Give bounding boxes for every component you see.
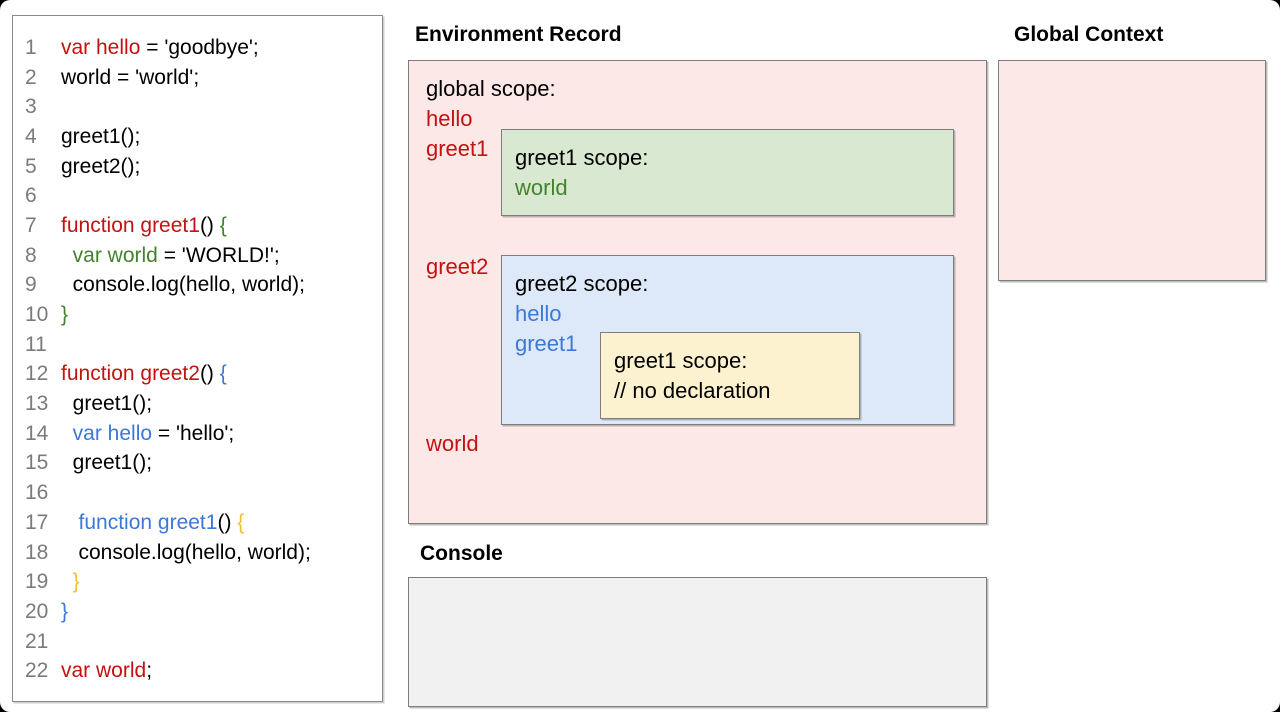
line-number: 14 bbox=[25, 421, 49, 445]
code-line: 18 console.log(hello, world); bbox=[25, 538, 382, 568]
greet1-scope-item-world: world bbox=[515, 175, 568, 200]
line-number: 15 bbox=[25, 451, 49, 475]
code-text: } bbox=[61, 599, 69, 623]
line-number: 3 bbox=[25, 95, 37, 119]
code-line: 8 var world = 'WORLD!'; bbox=[25, 241, 382, 271]
greet1-scope-box: greet1 scope: world bbox=[501, 129, 954, 216]
code-text: } bbox=[61, 303, 69, 327]
code-text: greet1(); bbox=[61, 451, 153, 475]
line-number: 17 bbox=[25, 510, 49, 534]
line-number: 1 bbox=[25, 35, 37, 59]
line-number: 22 bbox=[25, 659, 49, 683]
code-text: greet1(); bbox=[61, 124, 141, 148]
global-scope-item-greet2: greet2 bbox=[426, 254, 489, 279]
code-lines: 1 var hello = 'goodbye'; 2 world = 'world';… bbox=[25, 33, 382, 686]
greet2-scope-label: greet2 scope: bbox=[515, 271, 649, 296]
code-text: var hello = 'hello'; bbox=[72, 421, 235, 445]
code-line: 13 greet1(); bbox=[25, 389, 382, 419]
global-scope-box: global scope: hello greet1 greet2 world … bbox=[408, 60, 987, 524]
code-line: 2 world = 'world'; bbox=[25, 63, 382, 93]
global-scope-item-greet1: greet1 bbox=[426, 136, 489, 161]
line-number: 13 bbox=[25, 392, 49, 416]
code-line: 12 function greet2() { bbox=[25, 360, 382, 390]
code-line: 10} bbox=[25, 300, 382, 330]
line-number: 11 bbox=[25, 332, 47, 356]
line-number: 18 bbox=[25, 540, 49, 564]
line-number: 20 bbox=[25, 599, 49, 623]
global-scope-item-world: world bbox=[426, 431, 479, 456]
console-title: Console bbox=[420, 542, 503, 565]
code-line: 20} bbox=[25, 597, 382, 627]
global-context-title: Global Context bbox=[1014, 23, 1164, 46]
greet2-scope-box: greet2 scope: hello greet1 greet1 scope:… bbox=[501, 255, 954, 425]
code-text: } bbox=[72, 570, 80, 594]
code-text: console.log(hello, world); bbox=[61, 273, 305, 297]
code-line: 3 bbox=[25, 92, 382, 122]
code-line: 6 bbox=[25, 181, 382, 211]
line-number: 19 bbox=[25, 570, 49, 594]
code-line: 4 greet1(); bbox=[25, 122, 382, 152]
line-number: 5 bbox=[25, 154, 37, 178]
line-number: 4 bbox=[25, 124, 37, 148]
greet1-scope-label: greet1 scope: bbox=[515, 145, 649, 170]
code-text: function greet1() { bbox=[61, 213, 227, 237]
code-line: 7 function greet1() { bbox=[25, 211, 382, 241]
nested-greet1-scope-label: greet1 scope: bbox=[614, 348, 748, 373]
code-text: function greet1() { bbox=[78, 510, 245, 534]
code-line: 16 bbox=[25, 478, 382, 508]
line-number: 21 bbox=[25, 629, 49, 653]
code-line: 5 greet2(); bbox=[25, 152, 382, 182]
global-scope-label: global scope: bbox=[426, 76, 556, 101]
code-line: 14 var hello = 'hello'; bbox=[25, 419, 382, 449]
code-text: console.log(hello, world); bbox=[61, 540, 311, 564]
code-editor-panel: 1 var hello = 'goodbye'; 2 world = 'world';… bbox=[12, 15, 383, 702]
global-context-box bbox=[998, 60, 1266, 281]
code-line: 11 bbox=[25, 330, 382, 360]
code-line: 9 console.log(hello, world); bbox=[25, 271, 382, 301]
no-declaration-comment: // no declaration bbox=[614, 378, 771, 403]
code-text: greet1(); bbox=[61, 392, 153, 416]
code-line: 15 greet1(); bbox=[25, 449, 382, 479]
code-line: 1 var hello = 'goodbye'; bbox=[25, 33, 382, 63]
line-number: 16 bbox=[25, 481, 49, 505]
greet2-scope-item-greet1: greet1 bbox=[515, 331, 578, 356]
console-output-box bbox=[408, 577, 987, 707]
environment-record-title: Environment Record bbox=[415, 23, 622, 46]
code-line: 17 function greet1() { bbox=[25, 508, 382, 538]
line-number: 6 bbox=[25, 184, 37, 208]
line-number: 8 bbox=[25, 243, 37, 267]
code-line: 19 } bbox=[25, 567, 382, 597]
code-line: 21 bbox=[25, 627, 382, 657]
code-text: var hello = 'goodbye'; bbox=[61, 35, 259, 59]
code-text: world = 'world'; bbox=[61, 65, 200, 89]
code-text: greet2(); bbox=[61, 154, 141, 178]
code-text: var world = 'WORLD!'; bbox=[72, 243, 280, 267]
line-number: 10 bbox=[25, 303, 49, 327]
code-text: function greet2() { bbox=[61, 362, 227, 386]
global-scope-item-hello: hello bbox=[426, 106, 473, 131]
line-number: 12 bbox=[25, 362, 49, 386]
line-number: 2 bbox=[25, 65, 37, 89]
line-number: 7 bbox=[25, 213, 37, 237]
nested-greet1-scope-box: greet1 scope: // no declaration bbox=[600, 332, 860, 419]
line-number: 9 bbox=[25, 273, 37, 297]
greet2-scope-item-hello: hello bbox=[515, 301, 562, 326]
code-line: 22 var world; bbox=[25, 656, 382, 686]
code-text: var world; bbox=[61, 659, 153, 683]
